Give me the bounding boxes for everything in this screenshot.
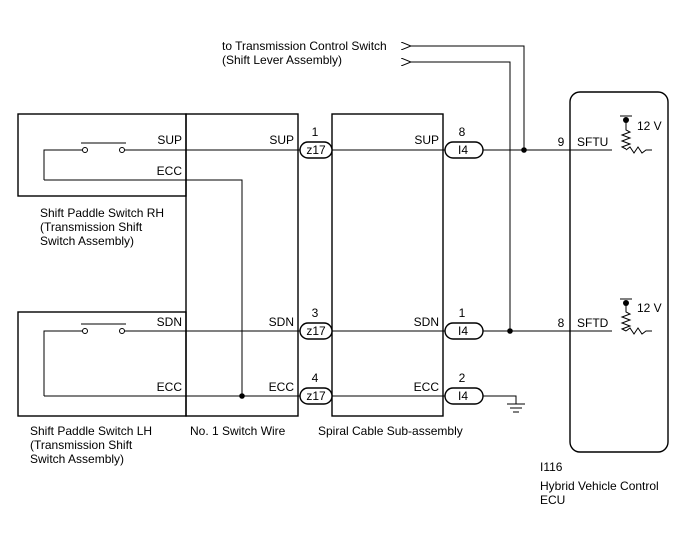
connector-z17-sup: z17 1	[299, 125, 333, 159]
connector-i4-sup-pin: 8	[459, 125, 466, 139]
spiral-cable-pin-ecc: ECC	[414, 380, 440, 394]
switch-lh-name-3: Switch Assembly)	[30, 452, 124, 466]
switch-wire-ecc-jumper	[186, 179, 243, 396]
ecu-pin-sftd: SFTD	[577, 316, 609, 330]
spiral-cable-name: Spiral Cable Sub-assembly	[318, 424, 463, 438]
ecu-name-1: Hybrid Vehicle Control	[540, 479, 659, 493]
ecu-volt-sftu: 12 V	[637, 119, 662, 133]
switch-wire-pin-ecc: ECC	[269, 380, 295, 394]
ecu-volt-sftd: 12 V	[637, 301, 662, 315]
connector-z17-ecc: z17 4	[299, 371, 333, 405]
switch-wire-box	[185, 113, 299, 417]
connector-i4-sdn-shape	[444, 322, 484, 340]
connector-i4-sup-shape	[444, 141, 484, 159]
ecu-sftd-pullup-resistor	[620, 303, 632, 332]
spiral-cable-pin-sup: SUP	[414, 133, 439, 147]
connector-z17-ecc-label: z17	[306, 389, 326, 403]
connector-i4-ecc-shape	[444, 387, 484, 405]
connector-i4-sdn-pin: 1	[459, 306, 466, 320]
spiral-cable-sub-assembly: SUP SDN ECC Spiral Cable Sub-assembly	[298, 113, 463, 438]
connector-i4-sup: I4 8	[444, 125, 484, 159]
connector-z17-sup-label: z17	[306, 143, 326, 157]
ecu-pin-sftd-number: 8	[558, 316, 565, 330]
shift-paddle-switch-rh: SUP ECC Shift Paddle Switch RH (Transmis…	[17, 113, 187, 248]
switch-wire-splice-dot	[239, 393, 245, 399]
switch-wire-pin-sdn: SDN	[269, 315, 294, 329]
arrow-line-lower	[410, 62, 511, 331]
connector-i4-ecc-pin: 2	[459, 371, 466, 385]
spiral-cable-box	[331, 113, 444, 417]
ecu-name-2: ECU	[540, 493, 565, 507]
connector-z17-sdn-pin: 3	[312, 306, 319, 320]
switch-rh-pin-ecc: ECC	[157, 164, 183, 178]
switch-rh-name-1: Shift Paddle Switch RH	[40, 206, 164, 220]
hybrid-vehicle-control-ecu: 9 SFTU 8 SFTD 12 V 12 V I116 Hybrid Vehi…	[540, 91, 669, 507]
ecu-sftu-input-resistor	[625, 146, 652, 154]
switch-wire-pin-sup: SUP	[269, 133, 294, 147]
connector-i4-ecc-label: I4	[458, 389, 468, 403]
switch-rh-pin-sup: SUP	[157, 133, 182, 147]
ecu-code: I116	[540, 460, 563, 474]
switch-rh-wire-left	[43, 149, 83, 180]
switch-lh-pin-sdn: SDN	[157, 315, 182, 329]
switch-rh-name-3: Switch Assembly)	[40, 234, 134, 248]
ecu-sftd-supply-dot	[623, 300, 629, 306]
arrow-line-upper	[410, 46, 525, 150]
junction-dot-sdn	[507, 328, 513, 334]
connector-z17-sdn: z17 3	[299, 306, 333, 340]
connector-i4-ecc: I4 2	[444, 371, 484, 405]
no1-switch-wire: SUP SDN ECC No. 1 Switch Wire	[185, 113, 299, 438]
connector-z17-ecc-shape	[299, 387, 333, 405]
switch-lh-name-2: (Transmission Shift	[30, 438, 133, 452]
connector-z17-sup-shape	[299, 141, 333, 159]
switch-lh-contact-a	[82, 328, 88, 334]
switch-lh-wire-left	[43, 330, 83, 396]
ecu-sftd-input-resistor	[625, 327, 652, 335]
switch-lh-contact-b	[119, 328, 125, 334]
connector-z17-ecc-pin: 4	[312, 371, 319, 385]
connector-z17-sup-pin: 1	[312, 125, 319, 139]
ecu-pin-sftu: SFTU	[577, 135, 608, 149]
arrow-note-line2: (Shift Lever Assembly)	[222, 53, 342, 67]
switch-rh-name-2: (Transmission Shift	[40, 220, 143, 234]
connector-z17-sdn-shape	[299, 322, 333, 340]
connector-i4-sdn-label: I4	[458, 324, 468, 338]
connector-z17-sdn-label: z17	[306, 324, 326, 338]
shift-paddle-switch-lh: SDN ECC Shift Paddle Switch LH (Transmis…	[17, 311, 187, 466]
switch-rh-contact-a	[82, 147, 88, 153]
spiral-cable-pin-sdn: SDN	[414, 315, 439, 329]
ecu-sftu-supply-dot	[623, 117, 629, 123]
switch-wire-name: No. 1 Switch Wire	[190, 424, 286, 438]
junction-dot-sup	[521, 147, 527, 153]
arrow-note-line1: to Transmission Control Switch	[222, 39, 387, 53]
switch-lh-name-1: Shift Paddle Switch LH	[30, 424, 152, 438]
ecu-box	[569, 91, 669, 453]
ecu-pin-sftu-number: 9	[558, 135, 565, 149]
ecu-sftu-pullup-resistor	[620, 120, 632, 150]
switch-rh-contact-b	[119, 147, 125, 153]
connector-i4-sup-label: I4	[458, 143, 468, 157]
ground-symbol	[507, 403, 525, 413]
connector-i4-sdn: I4 1	[444, 306, 484, 340]
switch-lh-pin-ecc: ECC	[157, 380, 183, 394]
switch-rh-box	[17, 113, 187, 197]
